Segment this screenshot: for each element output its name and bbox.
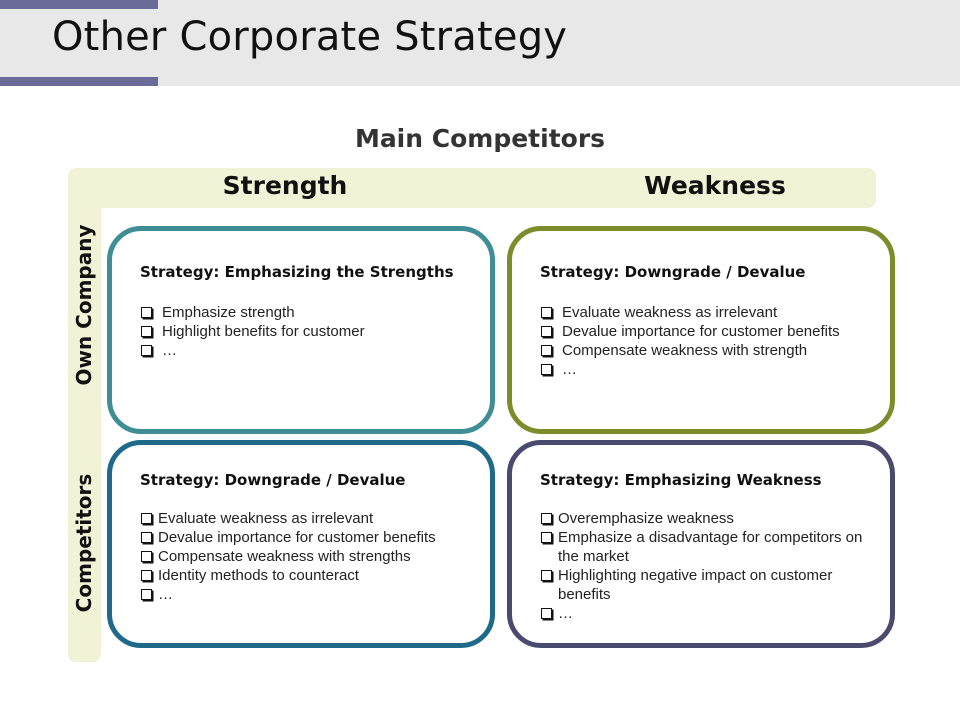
list-item: Overemphasize weakness bbox=[540, 509, 880, 528]
quadrant-own-weakness: Strategy: Downgrade / Devalue Evaluate w… bbox=[507, 226, 895, 434]
list-item-text: … bbox=[558, 605, 573, 622]
column-header-band bbox=[68, 168, 876, 208]
quadrant-heading: Strategy: Emphasizing the Strengths bbox=[140, 263, 454, 281]
quadrant-heading: Strategy: Downgrade / Devalue bbox=[140, 471, 406, 489]
checkbox-bullet-icon bbox=[541, 532, 552, 543]
list-item: Compensate weakness with strengths bbox=[140, 547, 480, 566]
list-item-text: Compensate weakness with strength bbox=[562, 342, 808, 359]
checkbox-bullet-icon bbox=[141, 307, 152, 318]
list-item: Highlight benefits for customer bbox=[140, 322, 480, 341]
row-header-competitors: Competitors bbox=[72, 473, 96, 613]
row-header-band bbox=[68, 168, 101, 662]
quadrant-heading: Strategy: Emphasizing Weakness bbox=[540, 471, 822, 489]
checkbox-bullet-icon bbox=[141, 532, 152, 543]
list-item-text: … bbox=[562, 361, 577, 378]
list-item: Emphasize strength bbox=[140, 303, 480, 322]
checkbox-bullet-icon bbox=[141, 570, 152, 581]
quadrant-own-strength: Strategy: Emphasizing the Strengths Emph… bbox=[107, 226, 495, 434]
list-item-text: … bbox=[158, 586, 173, 603]
list-item-text: Devalue importance for customer benefits bbox=[158, 529, 436, 546]
list-item: Highlighting negative impact on customer… bbox=[540, 566, 880, 604]
quadrant-competitors-strength: Strategy: Downgrade / Devalue Evaluate w… bbox=[107, 440, 495, 648]
list-item-text: … bbox=[162, 342, 177, 359]
checkbox-bullet-icon bbox=[541, 307, 552, 318]
checkbox-bullet-icon bbox=[141, 513, 152, 524]
list-item: Evaluate weakness as irrelevant bbox=[140, 509, 480, 528]
list-item-text: Highlight benefits for customer bbox=[162, 323, 365, 340]
list-item: … bbox=[140, 341, 480, 360]
list-item-text: Overemphasize weakness bbox=[558, 510, 734, 527]
list-item-text: Emphasize a disadvantage for competitors… bbox=[558, 529, 863, 565]
quadrant-competitors-weakness: Strategy: Emphasizing Weakness Overempha… bbox=[507, 440, 895, 648]
quadrant-heading: Strategy: Downgrade / Devalue bbox=[540, 263, 806, 281]
checkbox-bullet-icon bbox=[141, 551, 152, 562]
list-item-text: Highlighting negative impact on customer… bbox=[558, 567, 833, 603]
checkbox-bullet-icon bbox=[141, 589, 152, 600]
checkbox-bullet-icon bbox=[541, 345, 552, 356]
list-item: … bbox=[540, 604, 880, 623]
checkbox-bullet-icon bbox=[541, 570, 552, 581]
checkbox-bullet-icon bbox=[141, 326, 152, 337]
checkbox-bullet-icon bbox=[541, 364, 552, 375]
checkbox-bullet-icon bbox=[141, 345, 152, 356]
checkbox-bullet-icon bbox=[541, 326, 552, 337]
accent-bar-bottom bbox=[0, 77, 158, 86]
list-item: Emphasize a disadvantage for competitors… bbox=[540, 528, 880, 566]
page-title: Other Corporate Strategy bbox=[52, 14, 568, 60]
row-header-own-company: Own Company bbox=[72, 224, 96, 386]
list-item-text: Emphasize strength bbox=[162, 304, 295, 321]
column-header-strength: Strength bbox=[222, 171, 348, 200]
list-item: … bbox=[140, 585, 480, 604]
diagram-title: Main Competitors bbox=[354, 124, 606, 153]
list-item: Identity methods to counteract bbox=[140, 566, 480, 585]
checkbox-bullet-icon bbox=[541, 513, 552, 524]
list-item: Devalue importance for customer benefits bbox=[540, 322, 880, 341]
checkbox-bullet-icon bbox=[541, 608, 552, 619]
list-item: Compensate weakness with strength bbox=[540, 341, 880, 360]
list-item: Evaluate weakness as irrelevant bbox=[540, 303, 880, 322]
list-item-text: Evaluate weakness as irrelevant bbox=[562, 304, 778, 321]
list-item: Devalue importance for customer benefits bbox=[140, 528, 480, 547]
list-item-text: Devalue importance for customer benefits bbox=[562, 323, 840, 340]
column-header-weakness: Weakness bbox=[644, 171, 786, 200]
list-item-text: Evaluate weakness as irrelevant bbox=[158, 510, 374, 527]
list-item-text: Compensate weakness with strengths bbox=[158, 548, 411, 565]
list-item-text: Identity methods to counteract bbox=[158, 567, 359, 584]
title-bar bbox=[0, 0, 960, 86]
accent-bar-top bbox=[0, 0, 158, 9]
list-item: … bbox=[540, 360, 880, 379]
